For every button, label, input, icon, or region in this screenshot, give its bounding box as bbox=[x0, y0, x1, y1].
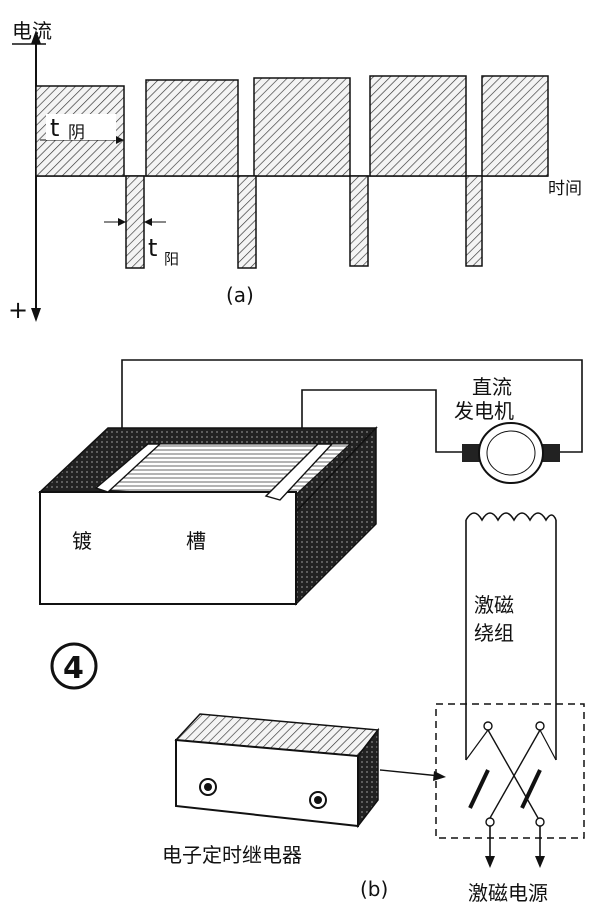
relay-label: 电子定时继电器 bbox=[162, 843, 302, 867]
winding-label-line1: 激磁 bbox=[474, 593, 514, 617]
tank-front bbox=[39, 491, 297, 605]
cathode-bar-right bbox=[264, 443, 334, 501]
cathodic-pulse bbox=[145, 79, 239, 177]
electronic-timer-relay bbox=[174, 713, 380, 829]
tank-label-2: 槽 bbox=[186, 529, 206, 553]
dc-generator bbox=[462, 422, 560, 484]
cathodic-pulse bbox=[253, 77, 351, 177]
y-axis-arrow-up bbox=[31, 30, 41, 44]
relay-control-arrow bbox=[379, 769, 441, 777]
power-label: 激磁电源 bbox=[468, 881, 548, 905]
caption-a: (a) bbox=[226, 283, 254, 307]
figure-number: 4 bbox=[63, 651, 84, 686]
figure-number-circle bbox=[50, 642, 98, 690]
reversing-switch-box bbox=[435, 703, 585, 839]
caption-b: (b) bbox=[360, 877, 388, 901]
cathodic-pulse bbox=[369, 75, 467, 177]
t-anode-subscript: 阳 bbox=[164, 250, 179, 268]
wire-tank-to-generator bbox=[121, 359, 583, 462]
winding-label-line2: 绕组 bbox=[474, 621, 514, 645]
y-axis-arrow-down bbox=[31, 308, 41, 322]
anodic-pulse bbox=[237, 175, 257, 269]
anodic-pulse bbox=[125, 175, 145, 269]
generator-label-line2: 发电机 bbox=[454, 399, 514, 423]
tank-label-1: 镀 bbox=[72, 529, 92, 553]
anode-bar-left bbox=[94, 443, 162, 493]
x-axis-label: 时间 bbox=[548, 179, 582, 199]
excitation-winding bbox=[465, 512, 557, 760]
wire-electrode-to-generator bbox=[301, 389, 462, 462]
anodic-pulse bbox=[465, 175, 483, 267]
waveform-diagram: t 阴 t 阳 电流 + 时间 (a) bbox=[8, 19, 582, 324]
circuit-diagram: 镀 槽 直流 发电机 激磁 绕组 bbox=[38, 359, 585, 905]
switch-blade-left bbox=[468, 769, 490, 809]
y-axis-label: 电流 bbox=[12, 19, 52, 43]
t-anode-symbol: t bbox=[148, 234, 157, 262]
t-cathode-subscript: 阴 bbox=[68, 123, 85, 143]
cathodic-pulse bbox=[481, 75, 549, 177]
t-cathode-symbol: t bbox=[50, 114, 59, 142]
anodic-pulse bbox=[349, 175, 369, 267]
switch-blade-right bbox=[520, 769, 542, 809]
y-axis-plus-label: + bbox=[8, 296, 28, 324]
generator-label-line1: 直流 bbox=[472, 375, 512, 399]
